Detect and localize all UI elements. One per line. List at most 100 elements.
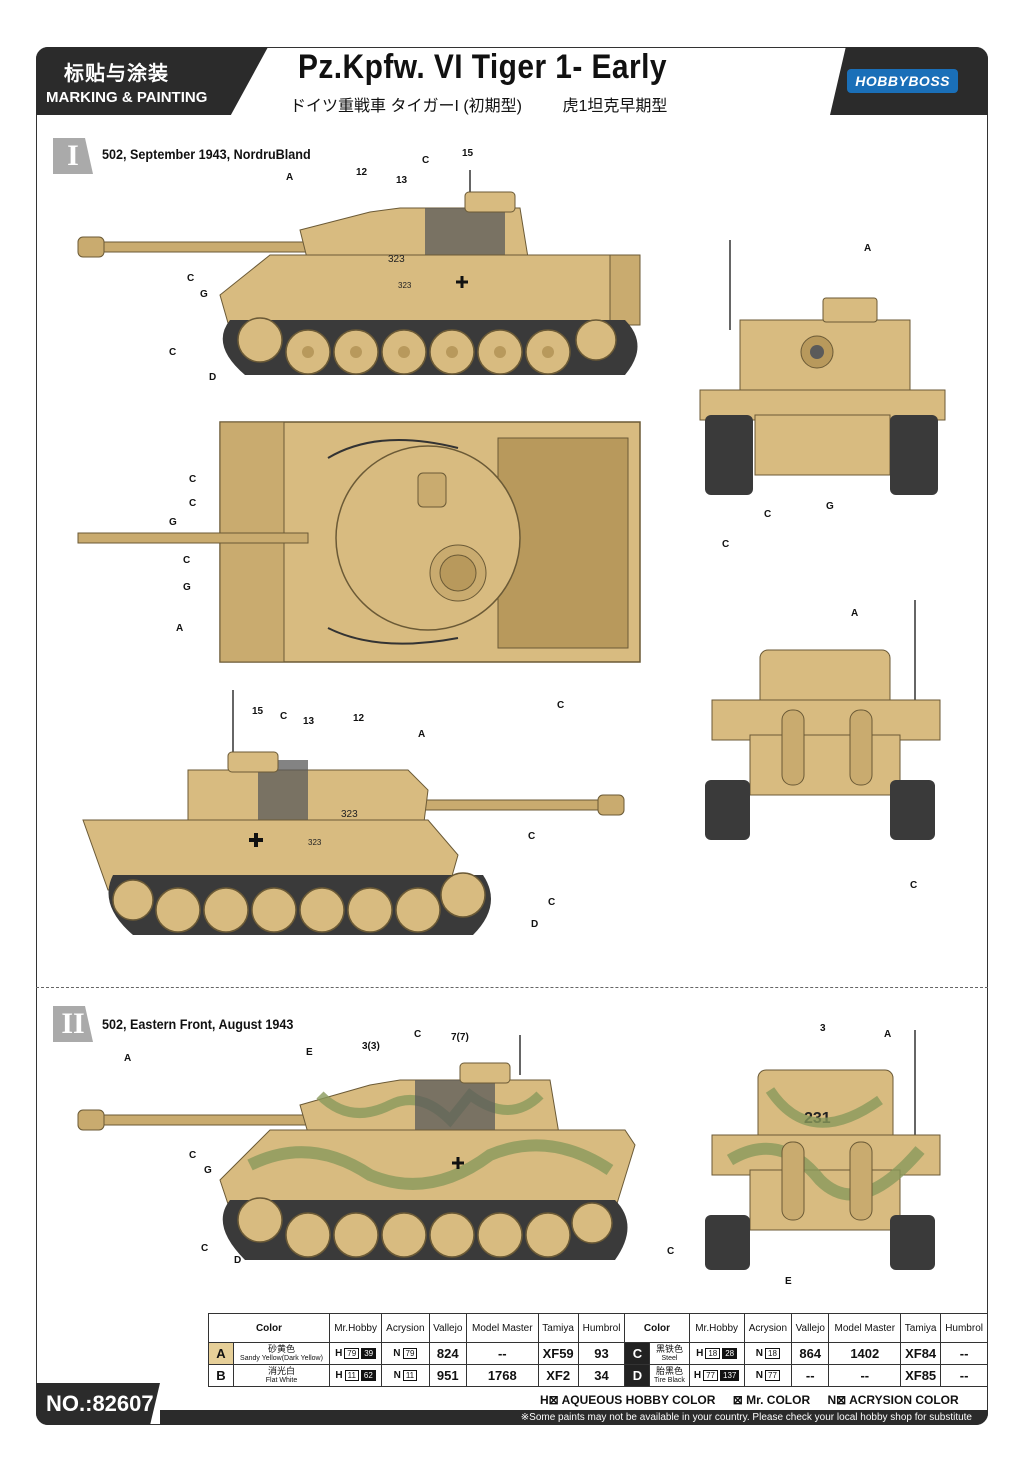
header-label-cn: 标贴与涂装 <box>64 63 169 85</box>
callout-15: 15 <box>252 706 264 717</box>
paint-humbrol-a: 93 <box>577 1342 626 1365</box>
callout-c: C <box>189 1150 197 1161</box>
callout-13: 13 <box>396 175 408 186</box>
paint-legend: H⊠ AQUEOUS HOBBY COLOR ⊠ Mr. COLOR N⊠ AC… <box>540 1393 973 1407</box>
callout-a: A <box>124 1053 132 1064</box>
callout-c: C <box>280 711 288 722</box>
paint-name-en: Sandy Yellow(Dark Yellow) <box>240 1354 323 1362</box>
paint-humbrol-b: 34 <box>577 1364 626 1387</box>
paint-name-cn: 消光白 <box>267 1365 295 1376</box>
mrhobby-h-number: 18 <box>705 1348 721 1359</box>
paint-tamiya-c: XF84 <box>900 1342 942 1365</box>
callout-c: C <box>189 498 197 509</box>
callout-a: A <box>884 1029 892 1040</box>
svg-text:323: 323 <box>388 254 405 265</box>
callout-e: E <box>306 1047 313 1058</box>
callout-15: 15 <box>462 148 474 159</box>
mrhobby-c-number: 28 <box>722 1348 738 1359</box>
callout-3-3: 3(3) <box>362 1041 380 1052</box>
mrhobby-h-number: 79 <box>344 1348 360 1359</box>
callout-a: A <box>864 243 872 254</box>
section-divider <box>36 987 988 988</box>
header-label-en: MARKING & PAINTING <box>46 89 208 106</box>
paint-humbrol-d: -- <box>940 1364 988 1387</box>
tank-top-view <box>77 421 641 663</box>
callout-c: C <box>183 555 191 566</box>
tank-rear-view <box>705 600 941 840</box>
paint-humbrol-c: -- <box>940 1342 988 1365</box>
callout-12: 12 <box>356 167 368 178</box>
paint-code-c: C <box>624 1342 651 1365</box>
subtitle-cn: 虎1坦克早期型 <box>562 98 668 115</box>
paint-name-cn: 胎黑色 <box>655 1365 683 1376</box>
acrysion-number: 18 <box>765 1348 780 1359</box>
tank-side-view-left: 323 323 <box>77 170 641 375</box>
paint-model-master-b: 1768 <box>465 1364 539 1387</box>
callout-e: E <box>785 1276 792 1287</box>
acrysion-number: 77 <box>765 1370 780 1381</box>
logo-block: HOBBYBOSS <box>830 47 988 115</box>
paint-table-header: Color Mr.Hobby Acrysion Vallejo Model Ma… <box>208 1313 988 1343</box>
section-2-caption: 502, Eastern Front, August 1943 <box>102 1016 294 1032</box>
mrhobby-c-number: 39 <box>361 1348 377 1359</box>
header-model-master: Model Master <box>828 1313 902 1343</box>
paint-code-a: A <box>208 1342 234 1365</box>
mrhobby-h-number: 77 <box>703 1370 719 1381</box>
paint-code-b: B <box>208 1364 234 1387</box>
svg-text:323: 323 <box>308 838 322 847</box>
paint-name-en: Tire Black <box>654 1376 685 1384</box>
callout-g: G <box>169 517 177 528</box>
callout-c: C <box>722 539 730 550</box>
header-color: Color <box>208 1313 330 1343</box>
mrhobby-c-number: 137 <box>720 1370 740 1381</box>
paint-name-cn: 黑铁色 <box>655 1343 683 1354</box>
header-vallejo: Vallejo <box>428 1313 467 1343</box>
paint-tamiya-b: XF2 <box>537 1364 579 1387</box>
callout-c: C <box>548 897 556 908</box>
paint-name-cn: 砂黄色 <box>267 1343 295 1354</box>
legend-acrysion: N⊠ ACRYSION COLOR <box>827 1393 959 1407</box>
paint-vallejo-d: -- <box>791 1364 830 1387</box>
svg-text:323: 323 <box>341 809 358 820</box>
callout-c: C <box>557 700 565 711</box>
callout-c: C <box>187 273 195 284</box>
callout-d: D <box>209 372 217 383</box>
acrysion-number: 79 <box>402 1348 418 1359</box>
header-mrhobby: Mr.Hobby <box>688 1313 745 1343</box>
paint-table: Color Mr.Hobby Acrysion Vallejo Model Ma… <box>208 1313 988 1387</box>
paint-model-master-d: -- <box>828 1364 902 1387</box>
header-humbrol: Humbrol <box>577 1313 626 1343</box>
callout-c: C <box>667 1246 675 1257</box>
section-2-mark: II <box>53 1006 93 1042</box>
header-bar: 标贴与涂装 MARKING & PAINTING HOBBYBOSS <box>36 47 988 115</box>
paint-tamiya-a: XF59 <box>537 1342 579 1365</box>
header-acrysion: Acrysion <box>381 1313 430 1343</box>
legend-aqueous: H⊠ AQUEOUS HOBBY COLOR <box>540 1393 716 1407</box>
hobbyboss-logo: HOBBYBOSS <box>847 69 958 93</box>
paint-model-master-c: 1402 <box>828 1342 902 1365</box>
acrysion-number: 11 <box>402 1370 418 1381</box>
tank-side-view-camo: 231 <box>77 1035 636 1260</box>
callout-13: 13 <box>303 716 315 727</box>
callout-a: A <box>418 729 426 740</box>
header-acrysion: Acrysion <box>743 1313 793 1343</box>
paint-vallejo-c: 864 <box>791 1342 830 1365</box>
callout-d: D <box>531 919 539 930</box>
callout-a: A <box>286 172 294 183</box>
svg-text:323: 323 <box>398 281 412 290</box>
paint-model-master-a: -- <box>465 1342 539 1365</box>
callout-g: G <box>826 501 834 512</box>
callout-c: C <box>764 509 772 520</box>
header-humbrol: Humbrol <box>940 1313 988 1343</box>
page-subtitle: ドイツ重戦車 タイガーI (初期型) 虎1坦克早期型 <box>290 92 703 116</box>
